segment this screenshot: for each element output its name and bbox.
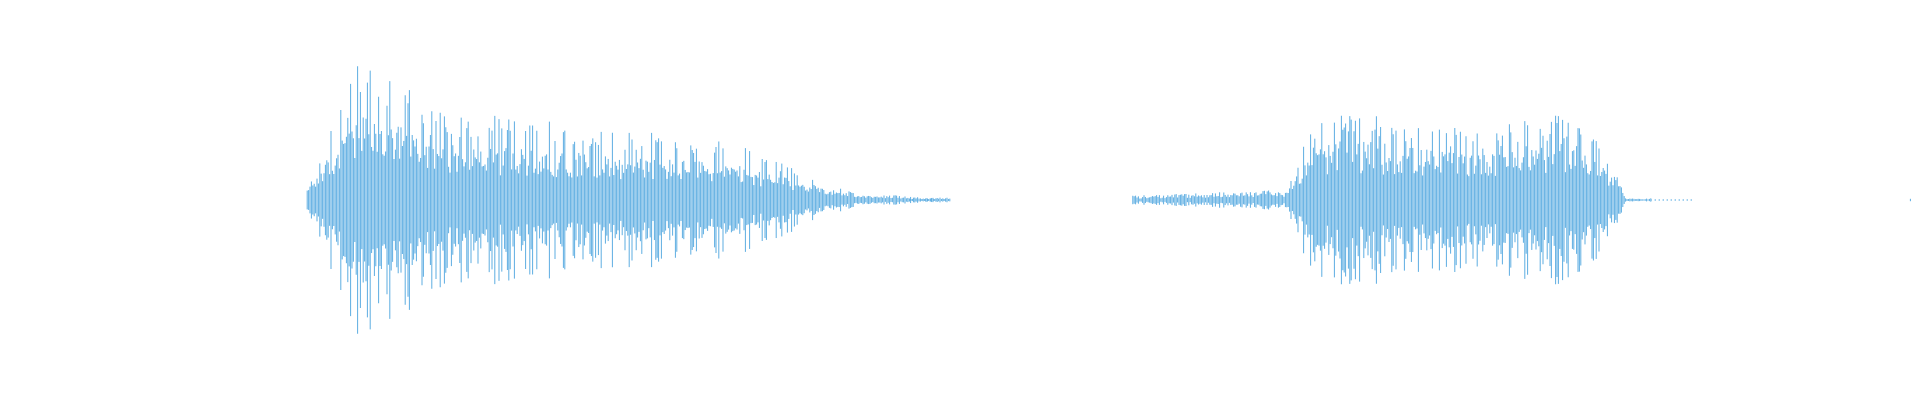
waveform-graphic — [306, 66, 1911, 334]
audio-waveform-canvas — [306, 66, 1911, 334]
waveform-view — [306, 66, 1911, 334]
